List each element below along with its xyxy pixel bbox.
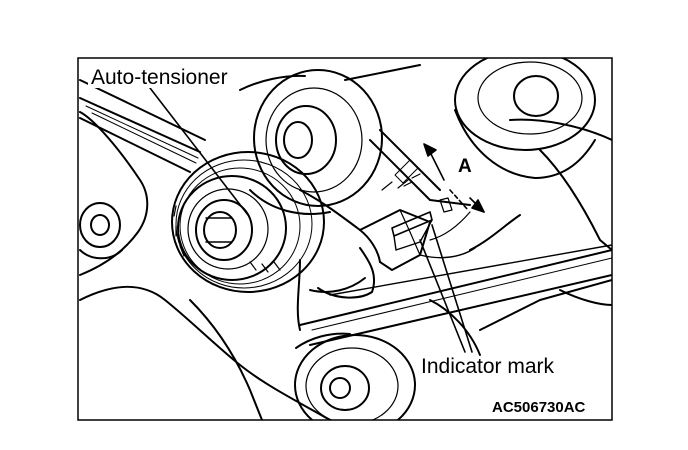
drive-belt-upper <box>79 79 206 173</box>
tensioner-pulley <box>171 151 325 293</box>
drive-belt-lower <box>299 244 612 346</box>
auto-tensioner-leader <box>149 87 249 216</box>
upper-idler-pulley <box>239 69 383 215</box>
dimension-a-marker <box>403 143 485 213</box>
upper-right-pulley <box>454 58 596 179</box>
figure-code-label: AC506730AC <box>492 399 586 416</box>
dimension-a-label: A <box>458 156 472 177</box>
lower-pulley <box>294 332 416 420</box>
indicator-mark-label: Indicator mark <box>418 356 558 377</box>
auto-tensioner-label: Auto-tensioner <box>88 67 231 88</box>
indicator-mark-plate <box>391 197 471 251</box>
auto-tensioner-body <box>299 189 476 299</box>
drive-belt-middle <box>344 64 471 206</box>
left-bolt <box>79 202 123 260</box>
indicator-mark-leader <box>419 239 466 353</box>
